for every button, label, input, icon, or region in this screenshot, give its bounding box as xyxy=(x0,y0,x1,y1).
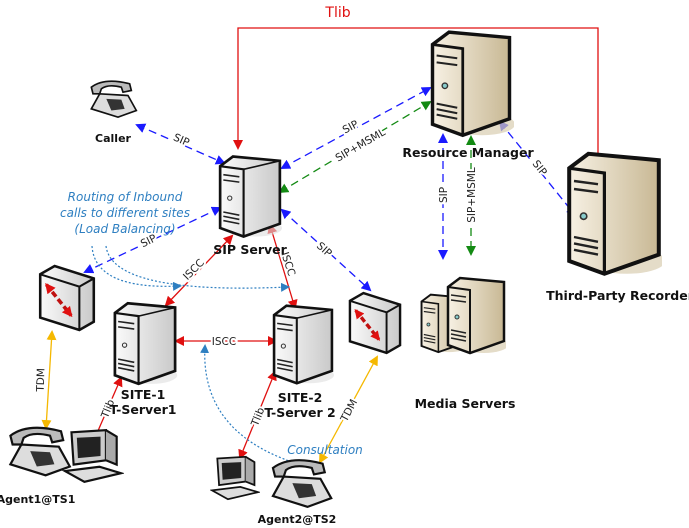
gateway-icon xyxy=(40,266,94,330)
site2-tserver-icon xyxy=(272,304,334,385)
link-iscc-site2 xyxy=(267,223,298,310)
link-rm-recorder xyxy=(498,120,577,217)
tlib-top-label: Tlib xyxy=(324,5,350,21)
tlib-link-recorder xyxy=(233,27,603,165)
agent2-phone-icon xyxy=(271,459,333,508)
link-msml-rm xyxy=(278,100,432,194)
agent1-phone-icon xyxy=(9,426,72,477)
routing-note-line2: calls to different sites xyxy=(60,206,190,220)
sip-server-icon xyxy=(218,155,282,238)
media-servers-label: Media Servers xyxy=(415,396,516,411)
site1-label: SITE-1 xyxy=(121,387,166,402)
link-tlib-agent2 xyxy=(238,370,277,460)
label-msml-rm: SIP+MSML xyxy=(333,126,387,164)
label-iscc-sites: ISCC xyxy=(212,336,236,348)
recorder-label: Third-Party Recorder xyxy=(546,288,689,303)
label-msml-media: SIP+MSML xyxy=(466,167,478,223)
gateway-icon xyxy=(350,293,400,353)
consultation-note: Consultation xyxy=(287,443,363,457)
routing-note-line1: Routing of Inbound xyxy=(68,190,183,204)
label-tdm-agent1: TDM xyxy=(35,368,48,393)
media-server-icon xyxy=(448,278,508,353)
label-sip-gw2: SIP xyxy=(314,240,334,260)
agent2-pc-icon xyxy=(211,455,259,501)
label-sip-caller: SIP xyxy=(171,132,191,150)
link-iscc-site1 xyxy=(164,234,234,307)
site2-label: SITE-2 xyxy=(278,390,323,405)
link-sip-gw1 xyxy=(83,206,222,274)
label-sip-recorder: SIP xyxy=(530,158,549,178)
link-tdm-agent2 xyxy=(319,355,378,464)
label-iscc-site1: ISCC xyxy=(181,257,207,283)
resource-manager-icon xyxy=(430,30,514,138)
routing-curve-site2 xyxy=(105,245,290,292)
link-caller-sip xyxy=(135,123,226,165)
caller-label: Caller xyxy=(95,132,131,145)
site1-tserver-icon xyxy=(113,301,178,386)
resource-manager-label: Resource Manager xyxy=(402,145,534,160)
site2-tserver-label: T-Server 2 xyxy=(264,405,335,420)
recorder-icon xyxy=(569,154,665,274)
label-sip-media: SIP xyxy=(438,187,450,203)
agent2-label: Agent2@TS2 xyxy=(258,513,337,526)
caller-phone-icon xyxy=(90,80,138,119)
sip-server-label: SIP Server xyxy=(213,242,287,257)
label-sip-rm: SIP xyxy=(341,118,361,136)
agent1-label: Agent1@TS1 xyxy=(0,493,75,506)
site1-tserver-label: T-Server1 xyxy=(109,402,176,417)
routing-curve-site1 xyxy=(91,245,182,291)
label-tdm-agent2: TDM xyxy=(338,397,360,424)
link-tdm-agent1 xyxy=(41,330,57,430)
routing-note-line3: (Load Balancing) xyxy=(74,222,175,236)
agent1-pc-icon xyxy=(63,429,123,483)
